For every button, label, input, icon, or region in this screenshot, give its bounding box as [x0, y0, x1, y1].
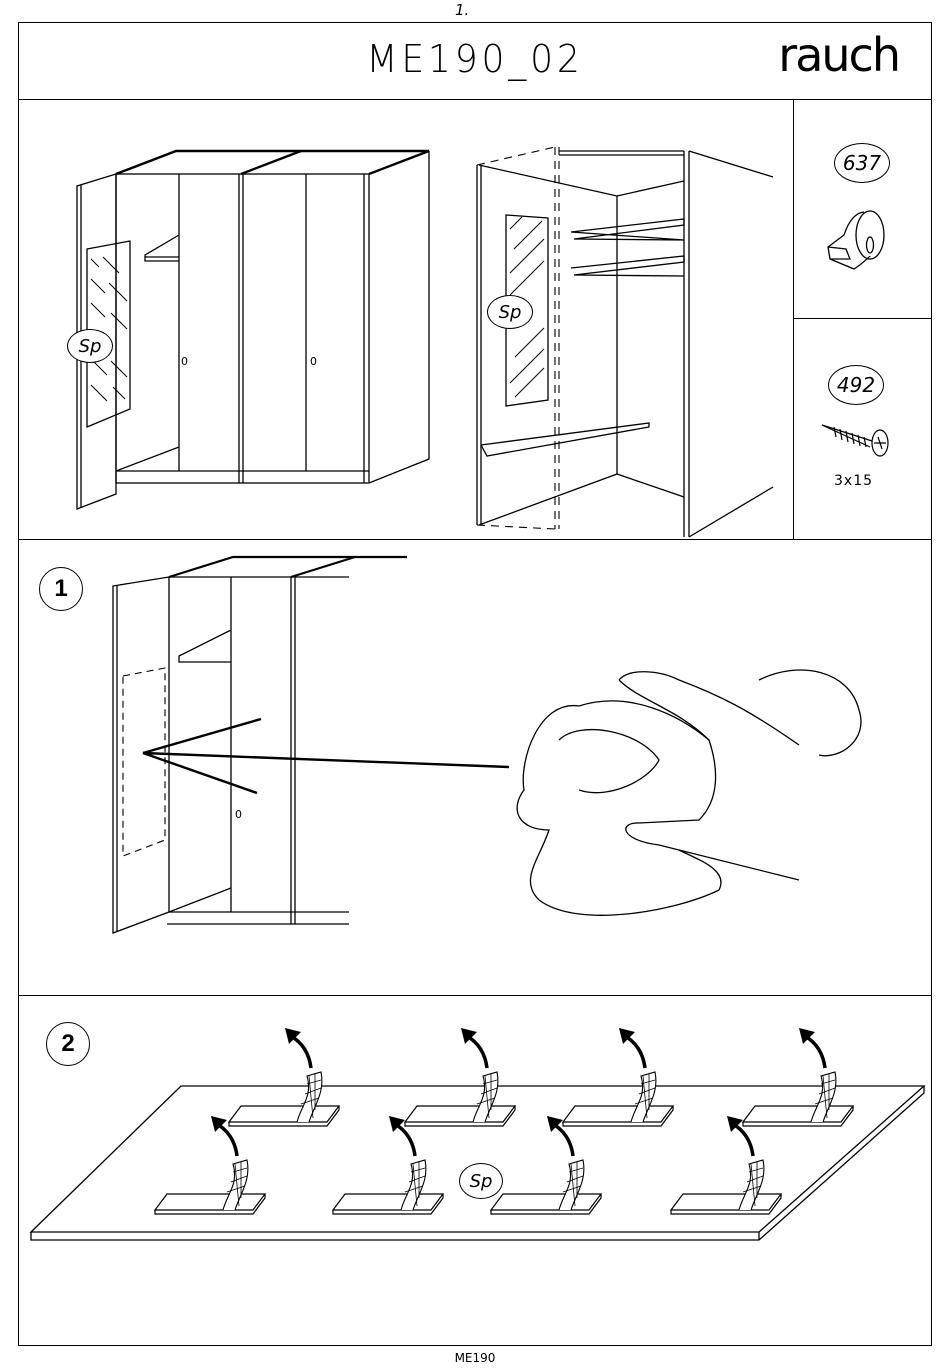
header: ME190_02 rauch	[19, 23, 931, 100]
adhesive-pad	[743, 1072, 853, 1126]
peel-arrow-icon	[799, 1028, 825, 1068]
peel-arrow-icon	[461, 1028, 487, 1068]
adhesive-pad	[333, 1160, 443, 1214]
shelf-support-icon	[824, 199, 894, 279]
part-number-badge: 637	[834, 143, 890, 183]
step-2-panel: 2 Sp	[19, 996, 931, 1345]
step-1-cleaning-illustration	[19, 540, 931, 996]
wardrobe-overview-illustration	[19, 99, 793, 540]
mirror-label-sp: Sp	[459, 1163, 503, 1199]
part-number-badge: 492	[828, 365, 884, 405]
instruction-sheet: ME190_02 rauch	[18, 22, 932, 1346]
part-492: 492 3x15	[794, 319, 932, 540]
overview-panel: Sp Sp 0 0 637 492	[19, 99, 931, 540]
adhesive-pad	[155, 1160, 265, 1214]
door-handle-right: 0	[310, 355, 317, 368]
door-handle: 0	[235, 808, 242, 821]
mirror-label-sp-interior: Sp	[487, 295, 533, 329]
adhesive-pad	[229, 1072, 339, 1126]
peel-arrow-icon	[285, 1028, 311, 1068]
adhesive-pad	[405, 1072, 515, 1126]
adhesive-pad	[671, 1160, 781, 1214]
parts-list: 637 492	[793, 99, 932, 539]
mirror-outline	[123, 668, 165, 856]
brand-logo: rauch	[778, 28, 899, 82]
adhesive-pad	[491, 1160, 601, 1214]
footer-model-code: ME190	[0, 1351, 950, 1365]
peel-arrow-icon	[619, 1028, 645, 1068]
part-637: 637	[794, 99, 932, 319]
mirror-label-sp: Sp	[67, 329, 113, 363]
adhesive-pad	[563, 1072, 673, 1126]
pointer-lines	[143, 719, 509, 793]
step-1-panel: 1	[19, 540, 931, 996]
door-handle-left: 0	[181, 355, 188, 368]
hand-with-cloth	[517, 670, 861, 915]
screw-size-label: 3x15	[834, 473, 873, 489]
page-number: 1.	[455, 1, 469, 19]
screw-icon	[820, 419, 896, 459]
